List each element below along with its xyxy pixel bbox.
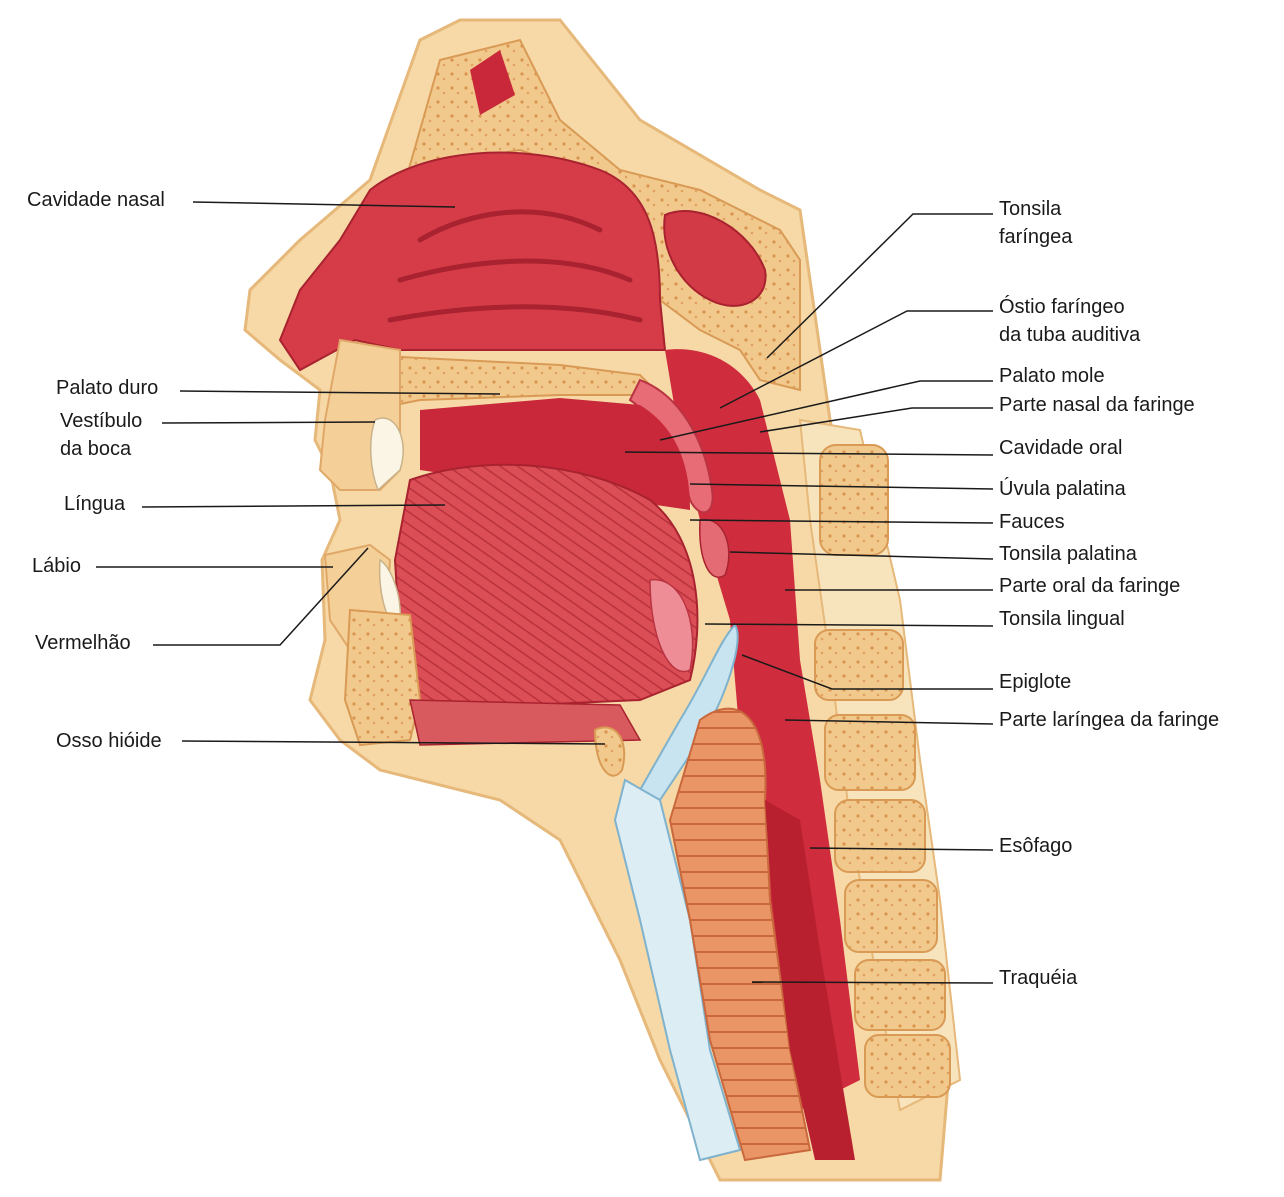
label-vestibulo-line1: Vestíbulo [60, 410, 143, 432]
nasal-conchae [387, 209, 643, 323]
leader-esofago [809, 847, 994, 851]
label-tonsila-faringea-line1: Tonsila [999, 198, 1062, 220]
leader-epiglote [741, 654, 993, 690]
leader-parte-laringea [784, 719, 994, 725]
floor-muscles [409, 699, 642, 746]
trachea [668, 707, 812, 1162]
label-uvula: Úvula palatina [999, 478, 1126, 500]
palatine-tonsil [699, 518, 730, 578]
leader-palato-duro [179, 390, 501, 395]
label-osso-hioide: Osso hióide [56, 730, 162, 752]
label-tonsila-faringea-line2: faríngea [999, 226, 1073, 248]
label-cavidade-oral: Cavidade oral [999, 437, 1123, 459]
leader-tonsila-palatina [729, 551, 994, 560]
oral-cavity-shape [420, 398, 690, 510]
tongue [393, 463, 699, 712]
leader-tonsila-faringea [766, 213, 993, 359]
label-parte-nasal: Parte nasal da faringe [999, 394, 1195, 416]
leader-parte-nasal [759, 407, 993, 433]
leader-ostio [719, 310, 993, 409]
label-vermelhao: Vermelhão [35, 632, 131, 654]
leader-palato-mole [659, 380, 993, 441]
sphenoid-sinus [663, 210, 767, 307]
label-traqueia: Traquéia [999, 967, 1078, 989]
leader-cavidade-oral [624, 451, 994, 456]
vertebrae [814, 444, 951, 1098]
label-epiglote: Epiglote [999, 671, 1072, 693]
label-ostio-line1: Óstio faríngeo [999, 296, 1125, 318]
label-vestibulo-line2: da boca [60, 438, 132, 460]
hyoid-bone [593, 726, 626, 777]
label-tonsila-palatina: Tonsila palatina [999, 543, 1137, 565]
label-labio: Lábio [32, 555, 81, 577]
leader-cavidade-nasal [192, 201, 456, 208]
label-lingua: Língua [64, 493, 126, 515]
leader-osso-hioide [181, 740, 606, 745]
lingual-tonsil [649, 579, 694, 673]
thyroid-cartilage [613, 778, 742, 1162]
leader-uvula [689, 483, 994, 490]
leader-lingua [141, 504, 446, 508]
leader-traqueia [751, 981, 994, 984]
leader-vermelhao [153, 547, 369, 646]
label-ostio-line2: da tuba auditiva [999, 324, 1141, 346]
label-palato-duro: Palato duro [56, 377, 159, 399]
frontal-sinus [470, 50, 515, 115]
leader-tonsila-lingual [704, 623, 994, 627]
label-palato-mole: Palato mole [999, 365, 1105, 387]
mandible [343, 608, 422, 747]
nasal-cavity-shape [278, 151, 667, 372]
leader-lines [96, 201, 994, 984]
label-cavidade-nasal: Cavidade nasal [27, 189, 165, 211]
leader-vestibulo [161, 421, 376, 424]
label-esofago: Esôfago [999, 835, 1073, 857]
label-fauces: Fauces [999, 511, 1065, 533]
upper-incisor [369, 417, 404, 492]
esophagus [765, 800, 855, 1160]
label-parte-oral: Parte oral da faringe [999, 575, 1181, 597]
label-tonsila-lingual: Tonsila lingual [999, 608, 1125, 630]
leader-fauces [689, 519, 994, 524]
label-parte-laringea: Parte laríngea da faringe [999, 709, 1220, 731]
